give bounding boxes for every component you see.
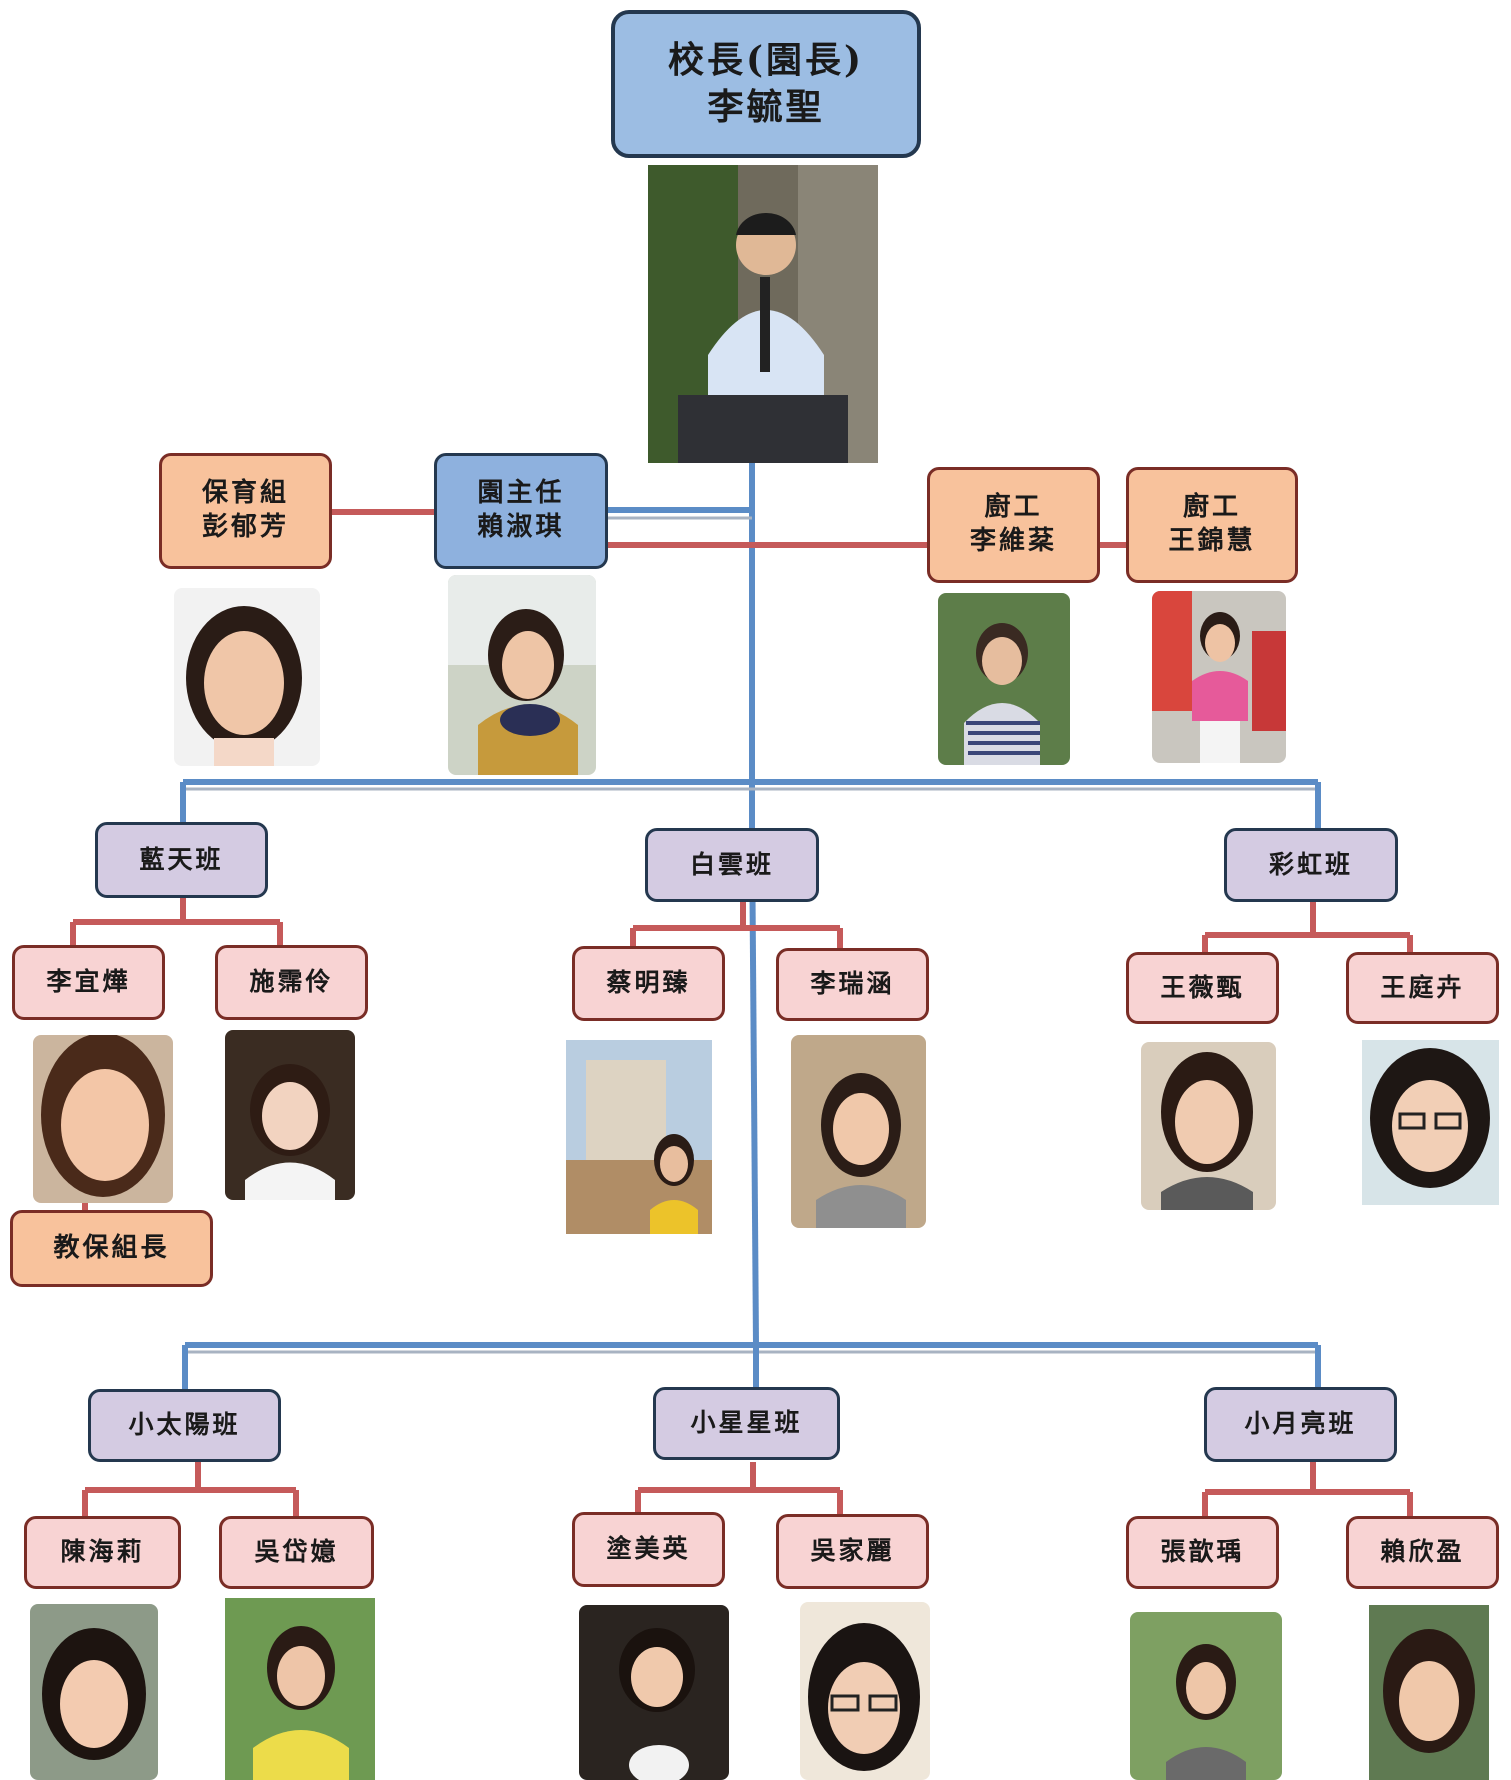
class-name: 藍天班	[139, 844, 224, 874]
class-little-sun: 小太陽班	[88, 1389, 281, 1462]
class-white-cloud: 白雲班	[645, 828, 819, 902]
teacher-white-cloud-2-photo	[791, 1035, 926, 1228]
cook1-box: 廚工 李維棻	[927, 467, 1100, 583]
class-name: 彩虹班	[1268, 849, 1353, 879]
teacher-star-1: 塗美英	[572, 1512, 725, 1587]
class-name: 小太陽班	[128, 1410, 241, 1440]
teacher-name: 蔡明臻	[606, 968, 691, 998]
teacher-name: 施霈伶	[249, 967, 334, 997]
teacher-rainbow-2-photo	[1362, 1040, 1499, 1205]
teacher-blue-sky-2: 施霈伶	[215, 945, 368, 1020]
cook2-title: 廚工	[1182, 492, 1241, 523]
teacher-white-cloud-2: 李瑞涵	[776, 948, 929, 1021]
teacher-sun-1-photo	[30, 1604, 158, 1780]
principal-box: 校長(園長) 李毓聖	[611, 10, 921, 158]
teacher-name: 賴欣盈	[1380, 1537, 1465, 1567]
care-group-title: 保育組	[201, 478, 289, 509]
teacher-moon-2: 賴欣盈	[1346, 1516, 1499, 1589]
cook2-photo	[1152, 591, 1286, 763]
teacher-name: 李瑞涵	[810, 969, 895, 999]
teacher-white-cloud-1-photo	[566, 1040, 712, 1234]
teacher-rainbow-2: 王庭卉	[1346, 952, 1499, 1024]
class-blue-sky: 藍天班	[95, 822, 268, 898]
teacher-name: 塗美英	[606, 1534, 691, 1564]
principal-title: 校長(園長)	[667, 39, 865, 82]
care-group-box: 保育組 彭郁芳	[159, 453, 332, 569]
class-little-moon: 小月亮班	[1204, 1387, 1397, 1462]
class-little-star: 小星星班	[653, 1387, 840, 1460]
teacher-star-1-photo	[579, 1605, 729, 1780]
teacher-name: 王庭卉	[1380, 972, 1465, 1002]
principal-photo	[648, 165, 878, 463]
teacher-name: 吳家麗	[810, 1536, 895, 1566]
teacher-sun-1: 陳海莉	[24, 1516, 181, 1589]
teacher-name: 李宜燁	[46, 967, 131, 997]
cook2-name: 王錦慧	[1168, 526, 1256, 556]
care-group-photo	[174, 588, 320, 766]
teacher-rainbow-1-photo	[1141, 1042, 1276, 1210]
class-name: 小月亮班	[1244, 1409, 1357, 1439]
teacher-blue-sky-2-photo	[225, 1030, 355, 1200]
teacher-star-2-photo	[800, 1602, 930, 1780]
teacher-sun-2-photo	[225, 1598, 375, 1780]
cook2-box: 廚工 王錦慧	[1126, 467, 1298, 583]
teacher-name: 張歆瑀	[1160, 1537, 1245, 1567]
director-photo	[448, 575, 596, 775]
teacher-white-cloud-1: 蔡明臻	[572, 946, 725, 1021]
teacher-star-2: 吳家麗	[776, 1514, 929, 1589]
teacher-moon-2-photo	[1369, 1605, 1489, 1780]
teacher-name: 陳海莉	[60, 1537, 145, 1567]
class-rainbow: 彩虹班	[1224, 828, 1398, 902]
teacher-lead-box: 教保組長	[10, 1210, 213, 1287]
class-name: 小星星班	[690, 1408, 803, 1438]
teacher-moon-1: 張歆瑀	[1126, 1516, 1279, 1589]
principal-name: 李毓聖	[707, 86, 825, 128]
teacher-blue-sky-1: 李宜燁	[12, 945, 165, 1020]
care-group-name: 彭郁芳	[201, 512, 289, 542]
cook1-title: 廚工	[984, 492, 1043, 523]
teacher-name: 吳岱嬑	[254, 1537, 339, 1567]
teacher-sun-2: 吳岱嬑	[219, 1516, 374, 1589]
teacher-rainbow-1: 王薇甄	[1126, 952, 1279, 1024]
director-name: 賴淑琪	[477, 512, 565, 542]
teacher-name: 王薇甄	[1160, 972, 1245, 1002]
teacher-lead-label: 教保組長	[53, 1232, 170, 1263]
teacher-blue-sky-1-photo	[33, 1035, 173, 1203]
director-title: 園主任	[477, 478, 565, 509]
cook1-name: 李維棻	[969, 526, 1057, 556]
director-box: 園主任 賴淑琪	[434, 453, 608, 569]
teacher-moon-1-photo	[1130, 1612, 1282, 1780]
cook1-photo	[938, 593, 1070, 765]
class-name: 白雲班	[689, 849, 774, 879]
